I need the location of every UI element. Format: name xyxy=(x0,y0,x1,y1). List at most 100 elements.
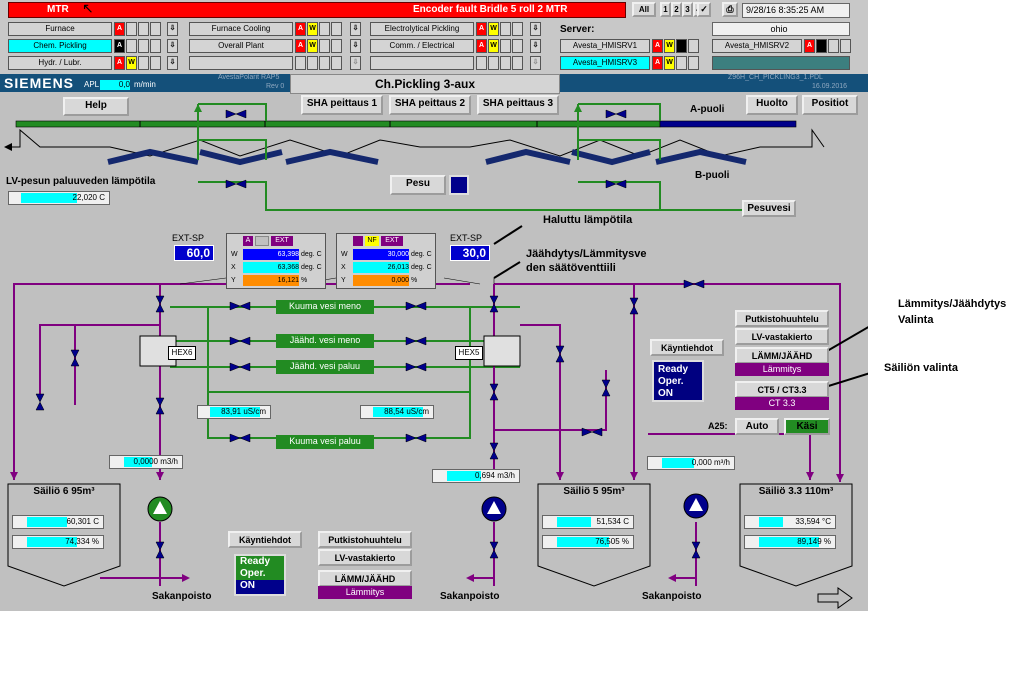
lv-vastakierto-button[interactable]: LV-vastakierto xyxy=(735,328,829,345)
tank-33-level: 89,149 % xyxy=(797,537,831,546)
group-comm-slot2 xyxy=(512,39,523,53)
page-3-button[interactable]: 3 xyxy=(682,2,693,17)
group-furnace-cooling-nav-icon[interactable]: ⇩ xyxy=(350,22,361,36)
a25-label: A25: xyxy=(708,421,728,431)
pesuvesi-button[interactable]: Pesuvesi xyxy=(742,200,796,217)
sakanpoisto-label-1: Sakanpoisto xyxy=(152,591,212,602)
group-overall-plant[interactable]: Overall Plant xyxy=(189,39,293,53)
conductivity-1-display: 83,91 uS/cm xyxy=(197,405,271,419)
group-furnace-cooling-slot2 xyxy=(331,22,342,36)
positiot-button[interactable]: Positiot xyxy=(802,95,858,115)
controller-left-blank xyxy=(255,236,269,246)
annotation-haluttu: Haluttu lämpötila xyxy=(543,214,633,226)
apl-label: APL xyxy=(84,80,100,89)
annotation-lammitys-valinta-2: Valinta xyxy=(898,314,934,326)
group-overall-plant-nav-icon[interactable]: ⇩ xyxy=(350,39,361,53)
page-1-button[interactable]: 1 xyxy=(660,2,671,17)
pesu-button[interactable]: Pesu xyxy=(390,175,446,195)
server-hmisrv1-slot xyxy=(688,39,699,53)
ext-sp-right-value[interactable]: 30,0 xyxy=(450,245,490,261)
picture-id-line-2: 16.09.2016 xyxy=(812,83,848,90)
acknowledge-button[interactable]: ✓ xyxy=(697,2,711,17)
group-furnace-nav-icon[interactable]: ⇩ xyxy=(167,22,178,36)
group-hydr-slot2 xyxy=(150,56,161,70)
group-empty-2[interactable] xyxy=(370,56,474,70)
tank-5-temp: 51,534 C xyxy=(596,517,629,526)
lv-vastakierto-button-bottom[interactable]: LV-vastakierto xyxy=(318,549,412,566)
annotation-lammitys-valinta-1: Lämmitys/Jäähdytys xyxy=(898,298,1007,310)
sha-peittaus-3-button[interactable]: SHA peittaus 3 xyxy=(477,95,559,115)
controller-left-mode: A xyxy=(243,236,253,246)
kayntiehdot-button-right[interactable]: Käyntiehdot xyxy=(650,339,724,356)
server-hmisrv1[interactable]: Avesta_HMISRV1 xyxy=(560,39,650,53)
group-furnace-alarm: A xyxy=(114,22,125,36)
server-hmisrv2-slot2 xyxy=(840,39,851,53)
group-electrolytical-alarm: A xyxy=(476,22,487,36)
lamm-jaahd-button[interactable]: LÄMM/JÄÄHD xyxy=(735,347,829,364)
kuuma-vesi-paluu-label: Kuuma vesi paluu xyxy=(276,435,374,449)
group-electrolytical-pickling[interactable]: Electrolytical Pickling xyxy=(370,22,474,36)
printer-icon[interactable]: ⎙ xyxy=(722,2,738,17)
group-chem-pickling-nav-icon[interactable]: ⇩ xyxy=(167,39,178,53)
lamm-jaahd-button-bottom[interactable]: LÄMM/JÄÄHD xyxy=(318,570,412,587)
tank-5-level-display: 76,505 % xyxy=(542,535,634,549)
group-chem-pickling-slot2 xyxy=(150,39,161,53)
controller-right-x-unit: deg. C xyxy=(411,264,432,271)
alarm-message: Encoder fault Bridle 5 roll 2 MTR xyxy=(413,4,568,15)
strip-line-a-side-end xyxy=(659,120,797,128)
kasi-button[interactable]: Käsi xyxy=(784,418,830,435)
annotation-venttiili-2: den säätöventtiili xyxy=(526,262,616,274)
group-empty-1[interactable] xyxy=(189,56,293,70)
group-chem-pickling-warning xyxy=(126,39,137,53)
server-hmisrv2-alarm: A xyxy=(804,39,815,53)
group-furnace-cooling[interactable]: Furnace Cooling xyxy=(189,22,293,36)
controller-right-blank xyxy=(353,236,363,246)
group-comm-nav-icon[interactable]: ⇩ xyxy=(530,39,541,53)
ext-sp-left-value[interactable]: 60,0 xyxy=(174,245,214,261)
auto-button[interactable]: Auto xyxy=(735,418,779,435)
group-empty-2-nav-icon[interactable]: ⇩ xyxy=(530,56,541,70)
flow-2-value: 0,694 m3/h xyxy=(474,471,515,480)
pesu-state-indicator xyxy=(449,175,469,195)
site-line-1: AvestaPolarit RAP5 xyxy=(218,74,280,81)
group-hydr-nav-icon[interactable]: ⇩ xyxy=(167,56,178,70)
group-comm-electrical[interactable]: Comm. / Electrical xyxy=(370,39,474,53)
apl-unit: m/min xyxy=(134,80,156,89)
status-panel-bottom: Ready Oper. ON xyxy=(234,554,286,596)
group-furnace-slot2 xyxy=(150,22,161,36)
site-line-2: Rev 0 xyxy=(266,83,285,90)
status-oper-bottom: Oper. xyxy=(236,568,284,580)
group-chem-pickling[interactable]: Chem. Pickling xyxy=(8,39,112,53)
group-furnace-cooling-slot xyxy=(319,22,330,36)
group-hydr-lubr[interactable]: Hydr. / Lubr. xyxy=(8,56,112,70)
kayntiehdot-button-bottom[interactable]: Käyntiehdot xyxy=(228,531,302,548)
tank-6-level-display: 74,334 % xyxy=(12,535,104,549)
huolto-button[interactable]: Huolto xyxy=(746,95,798,115)
putkistohuuhtelu-button-bottom[interactable]: Putkistohuuhtelu xyxy=(318,531,412,548)
next-page-arrow xyxy=(817,587,853,609)
group-empty-1-nav-icon[interactable]: ⇩ xyxy=(350,56,361,70)
all-alarms-button[interactable]: All xyxy=(632,2,656,17)
help-button[interactable]: Help xyxy=(63,97,129,116)
flow-1-display: 0,0000 m3/h xyxy=(109,455,183,469)
putkistohuuhtelu-button[interactable]: Putkistohuuhtelu xyxy=(735,310,829,327)
controller-right-x: 26,013 xyxy=(353,262,409,273)
sha-peittaus-2-button[interactable]: SHA peittaus 2 xyxy=(389,95,471,115)
cursor-arrow-icon: ↖ xyxy=(82,0,94,16)
group-overall-plant-slot xyxy=(319,39,330,53)
alarm-line[interactable]: MTR Encoder fault Bridle 5 roll 2 MTR xyxy=(8,2,626,18)
status-panel-right: Ready Oper. ON xyxy=(652,360,704,402)
page-2-button[interactable]: 2 xyxy=(671,2,682,17)
group-overall-plant-slot2 xyxy=(331,39,342,53)
ct-select-button[interactable]: CT5 / CT3.3 xyxy=(735,381,829,398)
server-hmisrv2[interactable]: Avesta_HMISRV2 xyxy=(712,39,802,53)
sha-peittaus-1-button[interactable]: SHA peittaus 1 xyxy=(301,95,383,115)
group-overall-plant-alarm: A xyxy=(295,39,306,53)
group-furnace[interactable]: Furnace xyxy=(8,22,112,36)
group-electrolytical-nav-icon[interactable]: ⇩ xyxy=(530,22,541,36)
controller-right-y-unit: % xyxy=(411,277,418,284)
server-hmisrv3[interactable]: Avesta_HMISRV3 xyxy=(560,56,650,70)
controller-right-ext: EXT xyxy=(381,236,403,246)
